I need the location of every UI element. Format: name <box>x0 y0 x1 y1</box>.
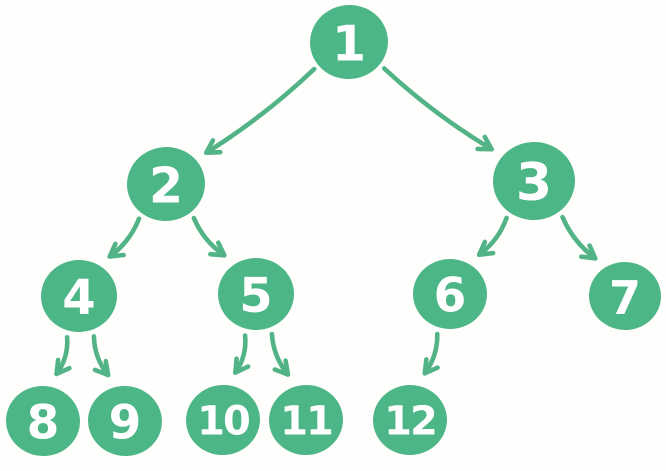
arrowhead-3-7 <box>579 243 598 261</box>
arrowhead-2-5 <box>208 240 227 258</box>
tree-node-9: 9 <box>88 385 162 457</box>
node-circle <box>310 4 388 80</box>
node-label: 5 <box>239 268 272 324</box>
node-label: 8 <box>27 395 60 450</box>
arrowhead-4-9 <box>92 358 111 378</box>
arrowhead-5-11 <box>272 358 291 377</box>
node-circle <box>127 146 205 222</box>
node-circle <box>373 384 447 456</box>
node-label: 11 <box>280 399 332 445</box>
node-circle <box>589 261 661 331</box>
node-circle <box>41 259 117 333</box>
node-label: 1 <box>332 15 366 72</box>
arrowhead-1-2 <box>204 138 223 155</box>
node-label: 6 <box>434 268 467 323</box>
arrowhead-2-4 <box>107 241 126 259</box>
tree-node-5: 5 <box>218 258 294 330</box>
node-label: 7 <box>609 271 641 325</box>
node-circle <box>413 258 487 330</box>
tree-node-3: 3 <box>493 141 575 221</box>
tree-edge-1-3 <box>381 66 494 152</box>
tree-node-10: 10 <box>186 384 260 456</box>
tree-node-6: 6 <box>413 258 487 330</box>
node-label: 4 <box>62 270 95 326</box>
tree-node-2: 2 <box>127 146 205 222</box>
node-label: 9 <box>109 395 142 450</box>
node-circle <box>218 258 294 330</box>
node-label: 2 <box>149 157 183 214</box>
arrowhead-4-8 <box>54 357 72 377</box>
tree-node-12: 12 <box>373 384 447 456</box>
node-circle <box>88 385 162 457</box>
tree-node-8: 8 <box>6 385 80 457</box>
node-circle <box>493 141 575 221</box>
node-label: 12 <box>384 399 436 445</box>
tree-edge-1-2 <box>204 66 317 155</box>
tree-node-4: 4 <box>41 259 117 333</box>
tree-node-11: 11 <box>269 384 343 456</box>
node-circle <box>269 384 343 456</box>
tree-node-1: 1 <box>310 4 388 80</box>
arrowhead-3-6 <box>476 239 496 257</box>
arrowhead-6-12 <box>422 357 440 376</box>
tree-node-7: 7 <box>589 261 661 331</box>
node-circle <box>6 385 80 457</box>
node-label: 10 <box>197 399 249 445</box>
node-label: 3 <box>516 153 552 213</box>
arrowhead-5-10 <box>233 356 251 375</box>
node-circle <box>186 384 260 456</box>
arrowhead-1-3 <box>475 134 494 152</box>
